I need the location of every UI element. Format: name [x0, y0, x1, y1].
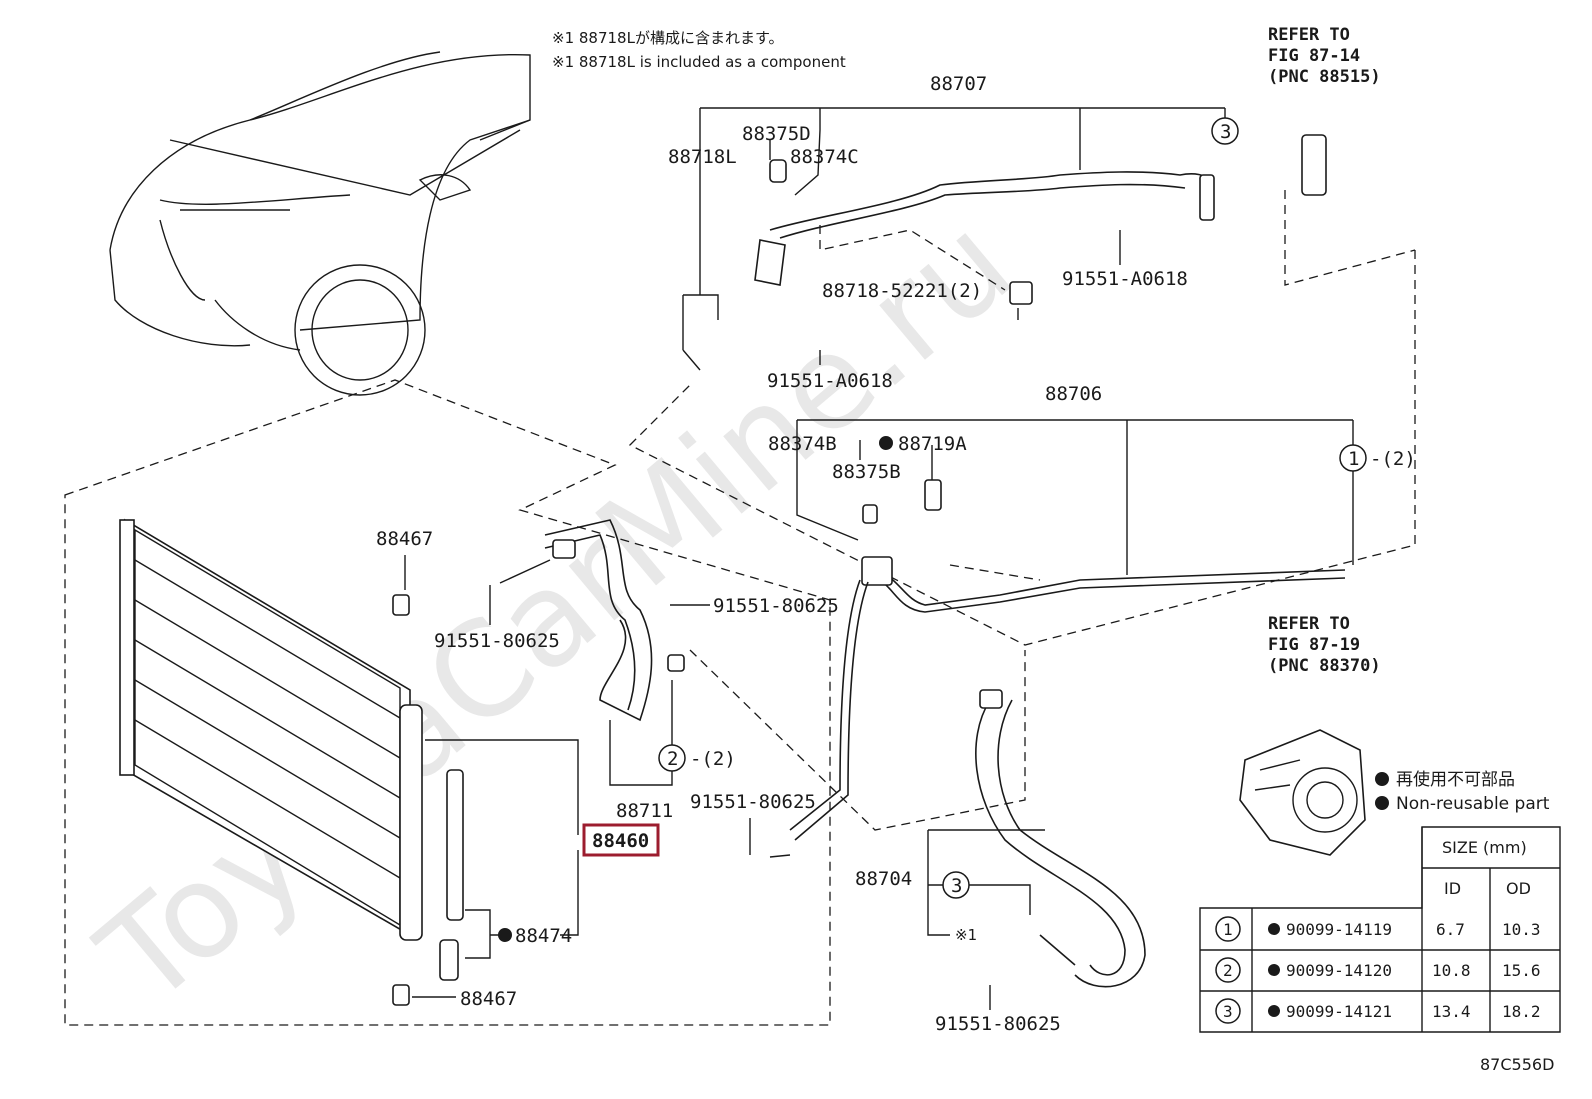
label-88711: 88711	[616, 800, 673, 822]
circle-3a-num: 3	[951, 875, 962, 897]
label-88719A: 88719A	[898, 433, 967, 455]
label-88375D: 88375D	[742, 123, 811, 145]
label-91551-80625-b: 91551-80625	[713, 595, 839, 617]
svg-text:REFER TO: REFER TO	[1268, 25, 1350, 45]
size-table-col-id: ID	[1444, 879, 1461, 898]
label-91551-80625-c: 91551-80625	[690, 791, 816, 813]
legend-jp: 再使用不可部品	[1396, 769, 1515, 790]
label-91551-80625-a: 91551-80625	[434, 630, 560, 652]
non-reusable-dot	[879, 436, 893, 450]
condenser-boundary	[64, 379, 831, 1026]
note-en: ※1 88718L is included as a component	[552, 53, 846, 71]
label-88375B: 88375B	[832, 461, 901, 483]
refer-to-fig-87-19: REFER TO FIG 87-19 (PNC 88370)	[1268, 614, 1381, 676]
table-row-2-num: 2	[1223, 961, 1233, 980]
legend-dot-jp	[1375, 772, 1389, 786]
label-circle-1-qty: -(2)	[1370, 448, 1416, 470]
pipe-88711	[544, 519, 685, 722]
circle-2	[658, 744, 686, 772]
svg-text:FIG 87-19: FIG 87-19	[1268, 635, 1360, 655]
table-row-2-id: 10.8	[1432, 961, 1471, 980]
table-row-2-od: 15.6	[1502, 961, 1541, 980]
label-88704: 88704	[855, 868, 912, 890]
table-row-1-od: 10.3	[1502, 920, 1541, 939]
highlight-box	[582, 823, 660, 857]
table-row-1-part: 90099-14119	[1286, 920, 1392, 939]
circle-1	[1339, 444, 1367, 472]
circle-3a	[942, 871, 970, 899]
label-88707: 88707	[930, 73, 987, 95]
figure-code: 87C556D	[1480, 1055, 1554, 1074]
hose-88704	[975, 689, 1146, 988]
label-91551-A0618-bottom: 91551-A0618	[767, 370, 893, 392]
size-table-title: SIZE (mm)	[1442, 838, 1527, 857]
circle-2-num: 2	[667, 748, 678, 770]
leader-lines	[404, 107, 1354, 1010]
label-88718L: 88718L	[668, 146, 737, 168]
table-row-3-part: 90099-14121	[1286, 1002, 1392, 1021]
svg-text:(PNC 88515): (PNC 88515)	[1268, 67, 1381, 87]
label-88467-top: 88467	[376, 528, 433, 550]
label-91551-A0618-right: 91551-A0618	[1062, 268, 1188, 290]
label-88460[interactable]: 88460	[592, 830, 649, 852]
pipe-88706	[789, 479, 1346, 841]
table-row-3-id: 13.4	[1432, 1002, 1471, 1021]
label-mark-1: ※1	[955, 926, 977, 944]
condenser-assembly	[119, 518, 464, 1006]
table-row-3-od: 18.2	[1502, 1002, 1541, 1021]
circle-3b	[1211, 117, 1239, 145]
label-88374B: 88374B	[768, 433, 837, 455]
table-row-1-num: 1	[1223, 920, 1233, 939]
vehicle-illustration	[109, 51, 531, 396]
label-88718-52221: 88718-52221(2)	[822, 280, 982, 302]
label-88374C: 88374C	[790, 146, 859, 168]
note-jp: ※1 88718Lが構成に含まれます。	[552, 29, 783, 47]
table-row-2-part: 90099-14120	[1286, 961, 1392, 980]
legend-dot-en	[1375, 796, 1389, 810]
group-boundary-88706	[628, 250, 1416, 646]
table-row-1-id: 6.7	[1436, 920, 1465, 939]
label-91551-80625-d: 91551-80625	[935, 1013, 1061, 1035]
label-88706: 88706	[1045, 383, 1102, 405]
svg-text:FIG 87-14: FIG 87-14	[1268, 46, 1360, 66]
non-reusable-dot	[498, 928, 512, 942]
circle-1-num: 1	[1348, 448, 1359, 470]
compressor-illustration	[1239, 729, 1366, 856]
legend-en: Non-reusable part	[1396, 794, 1550, 814]
label-88474: 88474	[515, 925, 572, 947]
circle-3b-num: 3	[1220, 121, 1231, 143]
size-table-col-od: OD	[1506, 879, 1531, 898]
svg-text:(PNC 88370): (PNC 88370)	[1268, 656, 1381, 676]
pipe-88707	[754, 134, 1327, 305]
refer-to-fig-87-14: REFER TO FIG 87-14 (PNC 88515)	[1268, 25, 1381, 87]
svg-text:REFER TO: REFER TO	[1268, 614, 1350, 634]
size-table: SIZE (mm) ID OD 1 90099-14119 6.7 10.3 2…	[1199, 826, 1561, 1033]
label-circle-2-qty: -(2)	[690, 748, 736, 770]
table-row-3-num: 3	[1223, 1002, 1233, 1021]
label-88467-bottom: 88467	[460, 988, 517, 1010]
